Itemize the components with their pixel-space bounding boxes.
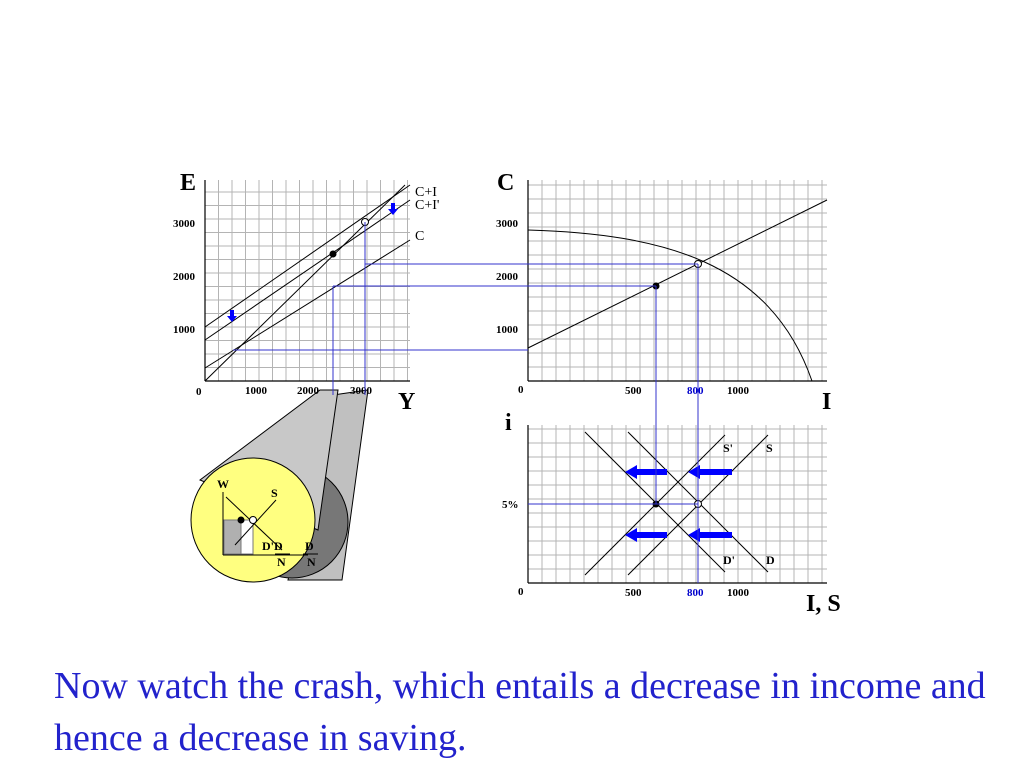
shift-left-arrow-bottom-right: [688, 528, 732, 542]
labor-n-label: N: [277, 555, 286, 569]
labor-d-prime-d-label: D'D: [262, 539, 283, 553]
expenditure-origin: 0: [196, 386, 202, 398]
is-axis-label: I, S: [806, 591, 841, 617]
rate-tick-5: 5%: [502, 499, 519, 511]
shift-left-arrow-top-right: [688, 465, 732, 479]
c-line: [204, 239, 411, 369]
production-possibility-curve: [527, 229, 813, 382]
labor-equilibrium-old: [249, 516, 257, 524]
ci-label: C+I: [415, 185, 437, 200]
c-tick-2000: 2000: [496, 271, 519, 283]
y-tick-2000: 2000: [297, 385, 320, 397]
labor-market-lens: W S D'D N D N: [190, 389, 369, 583]
labor-w-label: W: [217, 477, 229, 491]
expenditure-grid: [204, 180, 410, 382]
labor-income-area: [223, 519, 242, 555]
i-tick-1000: 1000: [727, 385, 750, 397]
shift-down-arrow-left: [227, 310, 237, 322]
slide-caption: Now watch the crash, which entails a dec…: [54, 665, 986, 759]
shift-left-arrow-top-left: [625, 465, 667, 479]
consumption-origin: 0: [518, 384, 524, 396]
ci-prime-label: C+I': [415, 198, 439, 213]
i-tick-800: 800: [687, 385, 704, 397]
ci-prime-line: [204, 199, 411, 341]
e-tick-1000: 1000: [173, 324, 196, 336]
s-prime-label: S': [723, 441, 733, 455]
ci-line: [204, 184, 411, 328]
i-tick-500: 500: [625, 385, 642, 397]
connector-lines: [233, 222, 699, 583]
labor-equilibrium-new: [237, 516, 245, 524]
consumption-grid: [527, 180, 827, 382]
s-label: S: [766, 441, 773, 455]
i-axis-label: I: [822, 389, 831, 415]
shift-down-arrow-right: [388, 203, 398, 215]
c-axis-label: C: [497, 170, 514, 196]
macro-diagram: W S D'D N D N E Y 0 1000 2000 3000 1000: [173, 170, 841, 617]
labor-n2-label: N: [307, 555, 316, 569]
d-label: D: [766, 553, 775, 567]
is-tick-800: 800: [687, 587, 704, 599]
forty-five-degree-line: [204, 184, 406, 382]
c-label: C: [415, 229, 424, 244]
y-tick-3000: 3000: [350, 385, 373, 397]
interest-axis-label: i: [505, 410, 512, 436]
y-axis-label: Y: [398, 389, 415, 415]
is-tick-500: 500: [625, 587, 642, 599]
expenditure-equilibrium-new: [329, 250, 337, 258]
labor-d-label: D: [305, 539, 314, 553]
is-tick-1000: 1000: [727, 587, 750, 599]
y-tick-1000: 1000: [245, 385, 268, 397]
c-tick-1000: 1000: [496, 324, 519, 336]
loanable-funds-panel: i I, S 0 5% 500 800 1000 S' S D' D: [502, 410, 841, 617]
e-tick-3000: 3000: [173, 218, 196, 230]
e-tick-2000: 2000: [173, 271, 196, 283]
consumption-panel: C I 0 1000 2000 3000 500 800 1000: [496, 170, 831, 415]
shift-left-arrow-bottom-left: [625, 528, 667, 542]
funds-origin: 0: [518, 586, 524, 598]
expenditure-panel: E Y 0 1000 2000 3000 1000 2000 3000 C+I …: [173, 170, 439, 415]
c-tick-3000: 3000: [496, 218, 519, 230]
e-axis-label: E: [180, 170, 196, 196]
consumption-line: [527, 199, 828, 349]
labor-s-label: S: [271, 486, 278, 500]
d-prime-label: D': [723, 553, 735, 567]
